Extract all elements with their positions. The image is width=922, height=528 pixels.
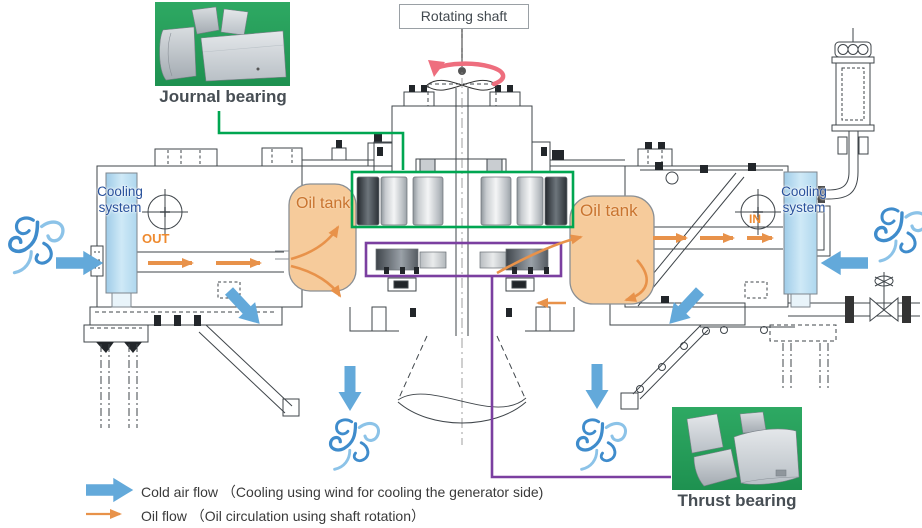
oil-in-label: IN [749,212,761,226]
wind-swirl-icon [575,418,628,471]
cooling-system-label-left: Cooling system [97,184,143,215]
valve-assembly [845,272,911,323]
cold-air-arrow-right [820,250,868,276]
thrust-bearing-caption: Thrust bearing [677,491,797,510]
rotation-arrow-icon [428,60,506,87]
legend-symbols [86,477,134,519]
legend-cold-air-text: Cold air flow （Cooling using wind for co… [141,484,544,500]
oil-tank-left-shape [275,183,357,292]
cold-air-arrow-down-left [338,366,362,411]
oil-tank-label-right: Oil tank [580,201,638,220]
cooling-tower-right [783,171,818,308]
journal-bearing-highlight-box [350,170,575,229]
rotating-shaft-lines [455,18,469,445]
thrust-bearings [375,248,549,274]
generator-casing-right [609,142,920,410]
shaft-cone [349,306,575,424]
upper-bearing-housing [373,79,645,173]
oil-flow-arrows [148,225,774,308]
cooling-tower-left [105,172,138,308]
oil-out-label: OUT [142,231,170,246]
oil-tank-label-left: Oil tank [296,195,351,212]
thrust-bearing-leader-line [490,276,671,479]
oil-filter-unit [817,28,875,257]
wind-swirl-icon [873,207,922,263]
cold-air-arrow-down-right [585,364,609,409]
rotating-shaft-callout: Rotating shaft [399,4,529,29]
journal-bearing-photo [155,2,290,86]
machine-structure [83,18,920,445]
legend-oil-text: Oil flow （Oil circulation using shaft ro… [141,508,425,524]
fan-symbol-left [142,189,188,235]
thrust-bearing-highlight-box [364,241,563,278]
wind-swirl-icon [328,418,381,471]
journal-bearing-caption: Journal bearing [159,87,287,106]
journal-bearing-leader-line [217,111,405,170]
generator-casing-left [83,134,393,428]
legend-cold-air-arrow [86,477,134,503]
fan-symbol-right [735,189,781,235]
cooling-system-label-right: Cooling system [781,184,827,215]
journal-bearings [356,176,568,226]
oil-tank-right-shape [569,195,655,305]
wind-swirl-icon [8,216,65,275]
thrust-bearing-mounts [387,277,535,292]
thrust-bearing-photo [672,407,802,490]
